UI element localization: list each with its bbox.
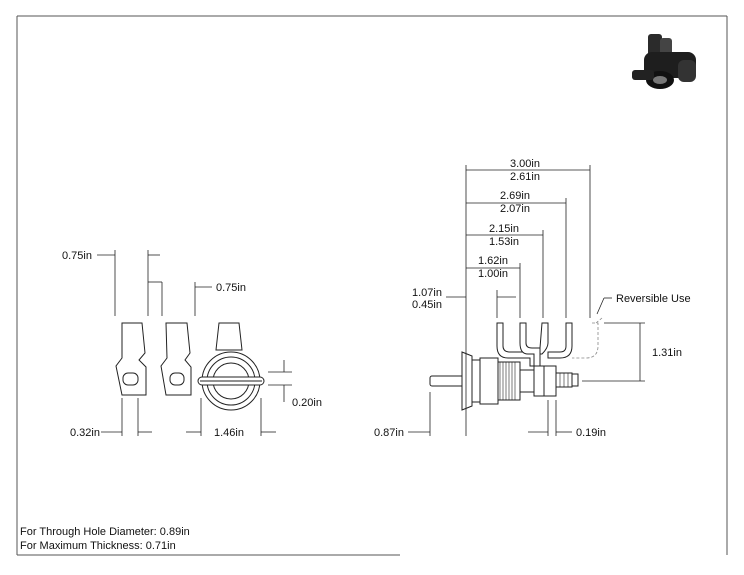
left-view (115, 322, 265, 411)
right-view (429, 322, 579, 411)
dim-153: 1.53in (489, 236, 519, 248)
note-max-thickness: For Maximum Thickness: 0.71in (20, 540, 176, 552)
dim-overall-b: 2.61in (510, 171, 540, 183)
dim-019: 0.19in (576, 427, 606, 439)
dim-left-right-small: 0.20in (292, 397, 322, 409)
dim-269: 2.69in (500, 190, 530, 202)
isometric-preview (632, 34, 696, 89)
note-through-hole: For Through Hole Diameter: 0.89in (20, 526, 190, 538)
dim-left-bottom-small: 0.32in (70, 427, 100, 439)
sheet-border (16, 15, 728, 556)
dim-100: 1.00in (478, 268, 508, 280)
dim-045: 0.45in (412, 299, 442, 311)
reversible-outline (572, 317, 603, 359)
dim-207: 2.07in (500, 203, 530, 215)
dim-087: 0.87in (374, 427, 404, 439)
notes-block: For Through Hole Diameter: 0.89in For Ma… (20, 525, 190, 553)
dim-162: 1.62in (478, 255, 508, 267)
dim-left-top: 0.75in (62, 250, 92, 262)
dim-left-bottom-wide: 1.46in (214, 427, 244, 439)
reversible-use-label: Reversible Use (616, 293, 691, 305)
right-dimension-lines (408, 165, 645, 436)
dim-131: 1.31in (652, 347, 682, 359)
dim-107: 1.07in (412, 287, 442, 299)
dim-left-mid: 0.75in (216, 282, 246, 294)
left-dimension-lines (97, 250, 292, 436)
dim-215: 2.15in (489, 223, 519, 235)
dim-overall-a: 3.00in (510, 158, 540, 170)
